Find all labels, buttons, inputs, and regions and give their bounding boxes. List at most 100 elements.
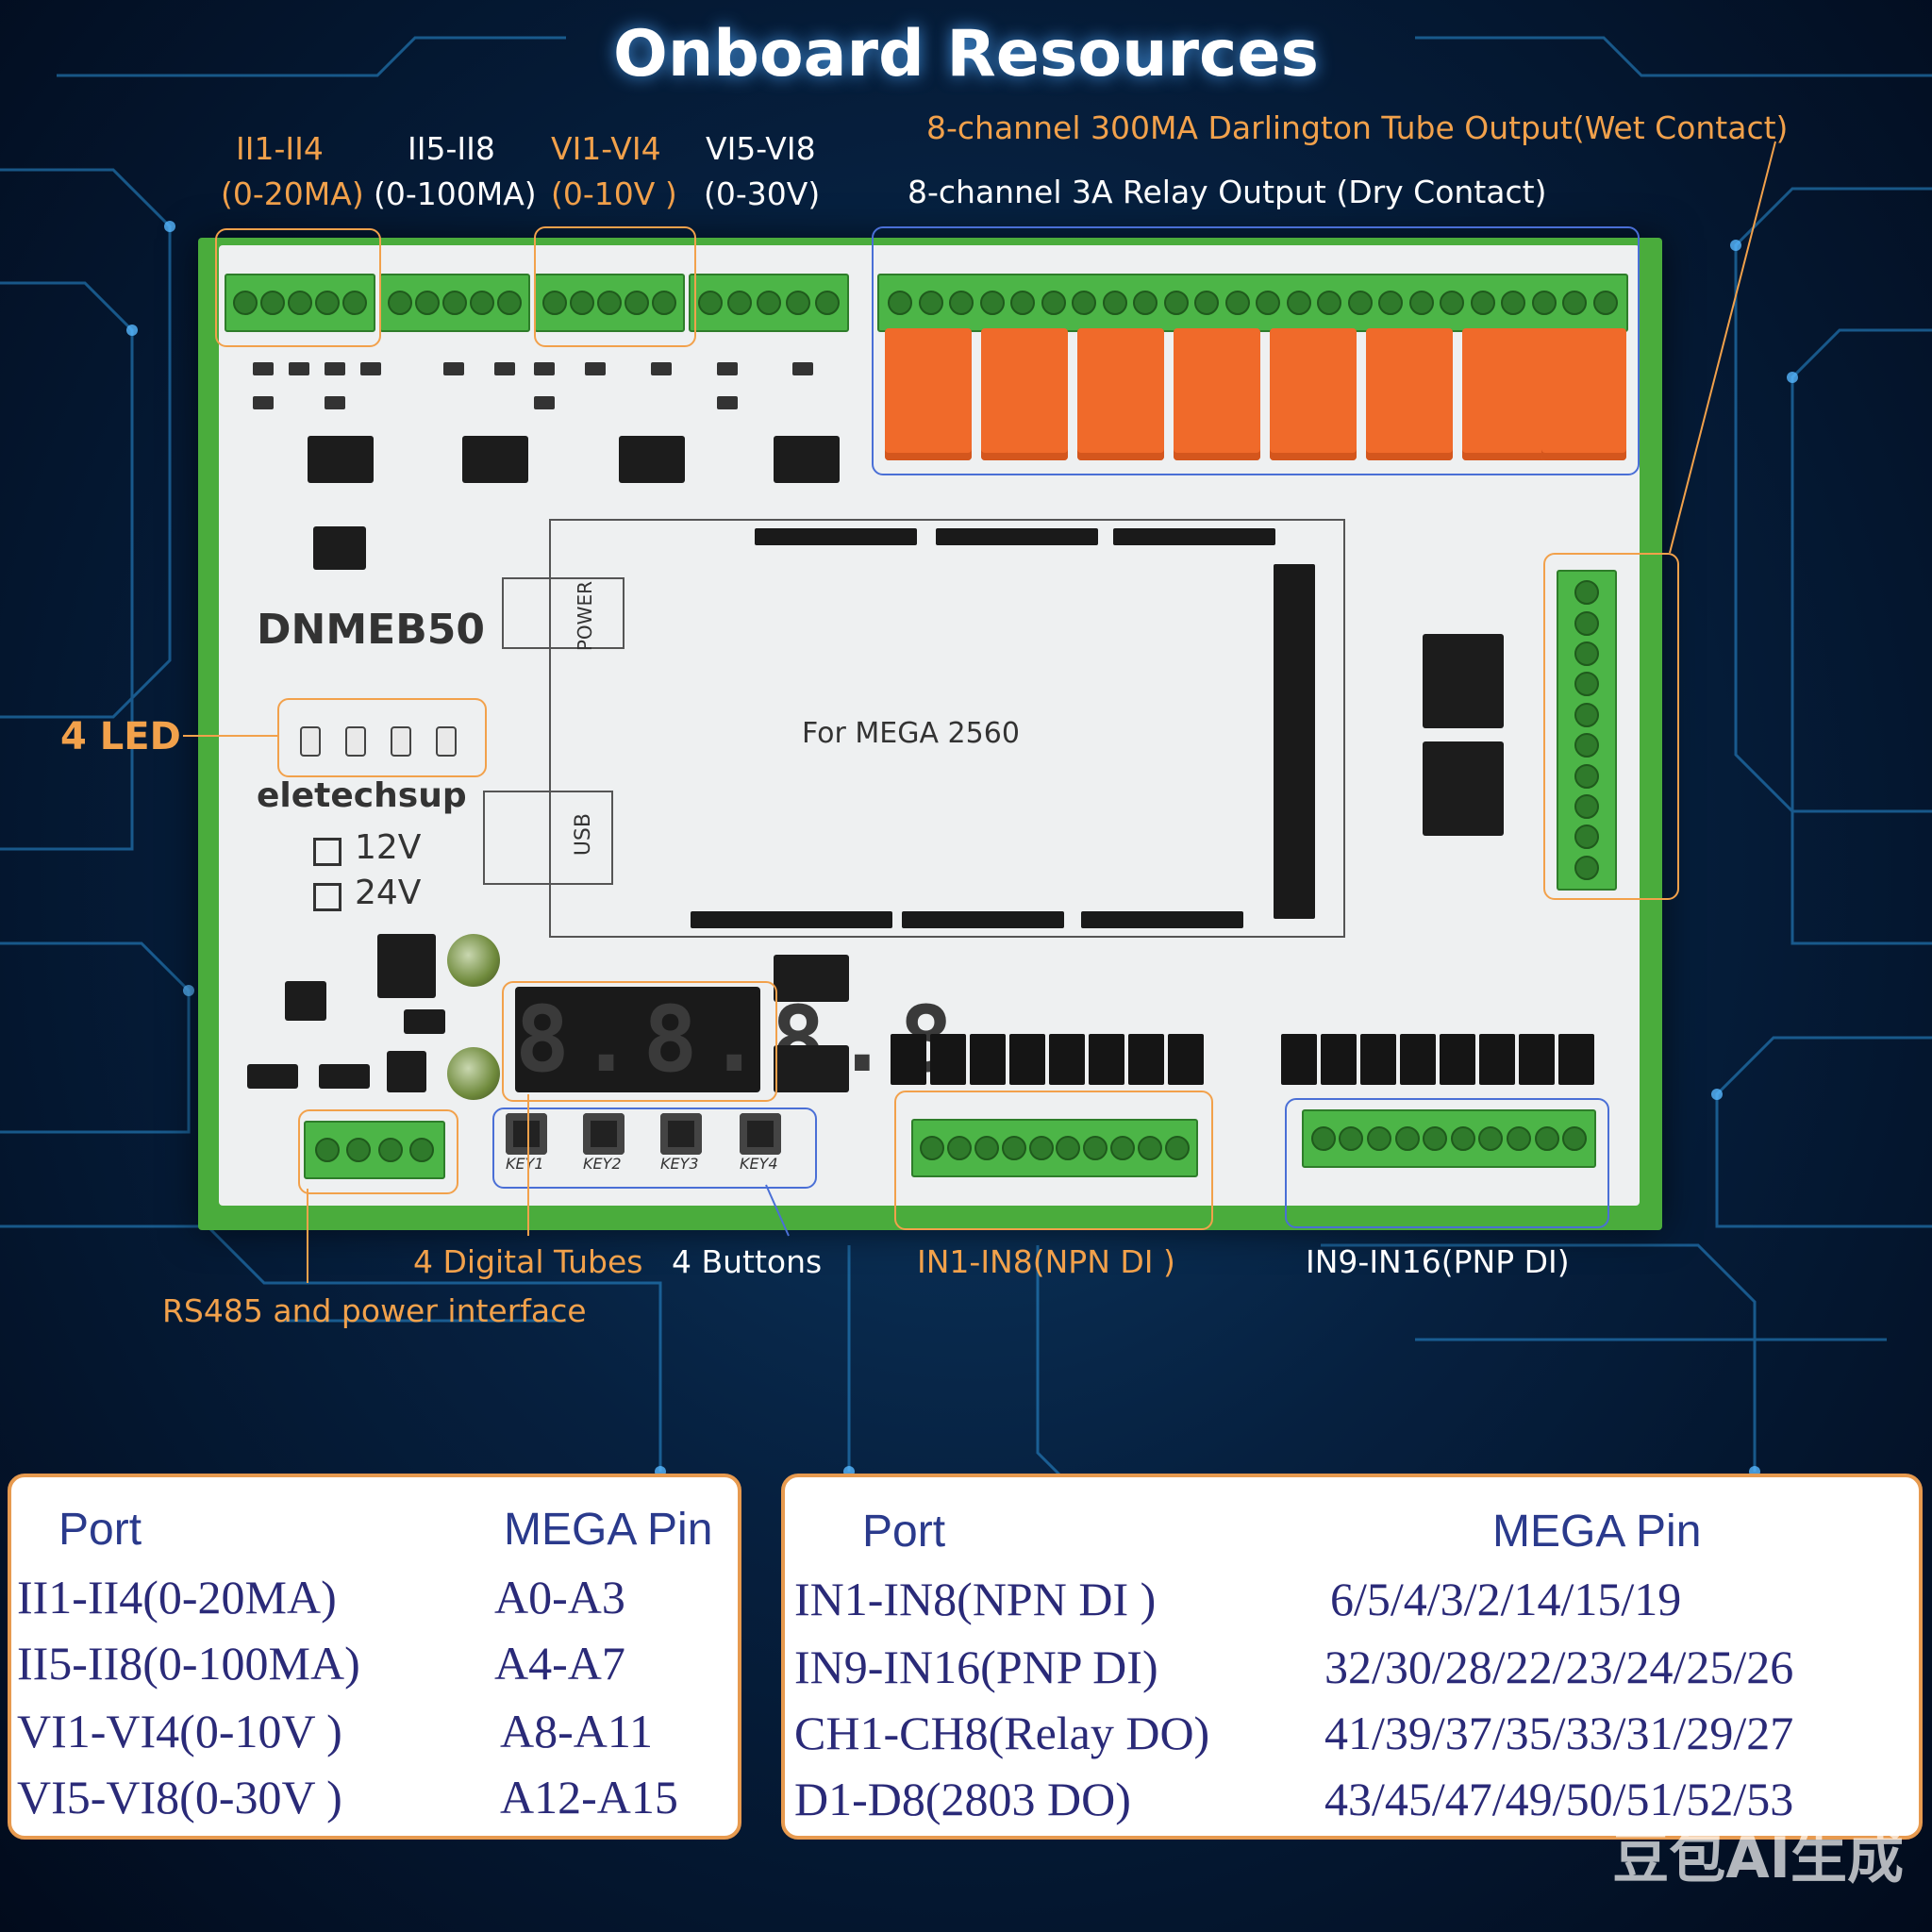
- label-digital-tubes: 4 Digital Tubes: [413, 1243, 643, 1280]
- checkbox-12v: [313, 838, 341, 866]
- label-npn: IN1-IN8(NPN DI ): [917, 1243, 1175, 1280]
- table-right-port-2: IN9-IN16(PNP DI): [794, 1641, 1158, 1693]
- relay-7: [1462, 328, 1549, 460]
- smd-component: [325, 396, 345, 409]
- table-right-pin-4: 43/45/47/49/50/51/52/53: [1324, 1773, 1794, 1825]
- key-button-2[interactable]: [583, 1113, 625, 1155]
- pin-header: [755, 528, 917, 545]
- ic-chip: [774, 436, 840, 483]
- label-ii5-range: II5-II8: [408, 130, 495, 167]
- ic-chip: [774, 1045, 849, 1092]
- terminal-ii1-ii4: [225, 274, 375, 332]
- table-right-pin-2: 32/30/28/22/23/24/25/26: [1324, 1641, 1794, 1693]
- relay-5: [1270, 328, 1357, 460]
- callout-box-pnp: [1285, 1098, 1609, 1228]
- checkbox-24v: [313, 883, 341, 911]
- smd-component: [585, 362, 606, 375]
- key-label-3: KEY3: [660, 1155, 699, 1173]
- label-pnp: IN9-IN16(PNP DI): [1306, 1243, 1570, 1280]
- usb-box: [483, 791, 613, 885]
- page-title: Onboard Resources: [613, 17, 1319, 92]
- label-buttons: 4 Buttons: [672, 1243, 823, 1280]
- table-left-pin-4: A12-A15: [500, 1771, 678, 1824]
- ic-chip: [1423, 634, 1504, 728]
- key-button-3[interactable]: [660, 1113, 702, 1155]
- relay-1: [885, 328, 972, 460]
- ic-chip: [247, 1064, 298, 1089]
- smd-component: [534, 396, 555, 409]
- table-right-header-port: Port: [862, 1507, 946, 1557]
- pin-table-analog: [8, 1474, 741, 1840]
- smd-component: [534, 362, 555, 375]
- capacitor: [447, 1047, 500, 1100]
- key-label-1: KEY1: [506, 1155, 544, 1173]
- label-vi1-spec: (0-10V ): [551, 175, 677, 212]
- label-relay: 8-channel 3A Relay Output (Dry Contact): [908, 174, 1547, 210]
- smd-component: [253, 362, 274, 375]
- ic-chip: [462, 436, 528, 483]
- terminal-vi1-vi4: [534, 274, 685, 332]
- smd-component: [443, 362, 464, 375]
- watermark: 豆包AI生成: [1612, 1825, 1904, 1891]
- led-2: [345, 726, 366, 757]
- pin-table-digital: [781, 1474, 1923, 1840]
- terminal-darlington-outputs: [1557, 570, 1617, 891]
- board-model: DNMEB50: [257, 606, 485, 654]
- led-1: [300, 726, 321, 757]
- table-left-pin-2: A4-A7: [494, 1637, 625, 1690]
- key-button-4[interactable]: [740, 1113, 781, 1155]
- ic-chip: [619, 436, 685, 483]
- label-ii1-range: II1-II4: [236, 130, 324, 167]
- led-3: [391, 726, 411, 757]
- key-button-1[interactable]: [506, 1113, 547, 1155]
- table-left-port-1: II1-II4(0-20MA): [17, 1571, 337, 1624]
- relay-8: [1541, 328, 1626, 460]
- smd-component: [792, 362, 813, 375]
- smd-component: [289, 362, 309, 375]
- relay-2: [981, 328, 1068, 460]
- mega-label: For MEGA 2560: [802, 717, 1020, 750]
- terminal-in9-in16: [1302, 1109, 1596, 1168]
- smd-component: [253, 396, 274, 409]
- smd-component: [651, 362, 672, 375]
- table-right-header-pin: MEGA Pin: [1492, 1507, 1702, 1557]
- inductor: [377, 934, 436, 998]
- smd-component: [325, 362, 345, 375]
- callout-box-vi1: [534, 226, 696, 347]
- table-left-port-3: VI1-VI4(0-10V ): [17, 1705, 342, 1757]
- ic-chip: [774, 955, 849, 1002]
- pin-header: [691, 911, 892, 928]
- label-vi1-range: VI1-VI4: [551, 130, 661, 167]
- voltage-12v: 12V: [355, 828, 422, 867]
- smd-component: [717, 396, 738, 409]
- table-right-pin-3: 41/39/37/35/33/31/29/27: [1324, 1707, 1794, 1759]
- table-right-port-3: CH1-CH8(Relay DO): [794, 1707, 1210, 1759]
- ic-chip: [319, 1064, 370, 1089]
- ic-chip: [1423, 741, 1504, 836]
- label-rs485: RS485 and power interface: [162, 1292, 587, 1329]
- table-right-port-4: D1-D8(2803 DO): [794, 1773, 1131, 1825]
- callout-box-buttons: [492, 1108, 817, 1189]
- label-vi5-range: VI5-VI8: [706, 130, 816, 167]
- terminal-vi5-vi8: [689, 274, 849, 332]
- callout-box-darlington: [1543, 553, 1679, 900]
- pin-header: [1081, 911, 1243, 928]
- callout-box-relay: [872, 226, 1640, 475]
- optocoupler-row-npn: [891, 1034, 1211, 1087]
- capacitor: [447, 934, 500, 987]
- pin-header: [936, 528, 1098, 545]
- ic-chip: [308, 436, 374, 483]
- smd-component: [494, 362, 515, 375]
- terminal-rs485-power: [304, 1121, 445, 1179]
- table-left-port-4: VI5-VI8(0-30V ): [17, 1771, 342, 1824]
- table-left-pin-1: A0-A3: [494, 1571, 625, 1624]
- relay-3: [1077, 328, 1164, 460]
- ic-chip: [387, 1051, 426, 1092]
- voltage-24v: 24V: [355, 874, 422, 912]
- label-darlington: 8-channel 300MA Darlington Tube Output(W…: [926, 109, 1789, 146]
- callout-box-led: [277, 698, 487, 777]
- relay-6: [1366, 328, 1453, 460]
- callout-box-npn: [894, 1091, 1213, 1230]
